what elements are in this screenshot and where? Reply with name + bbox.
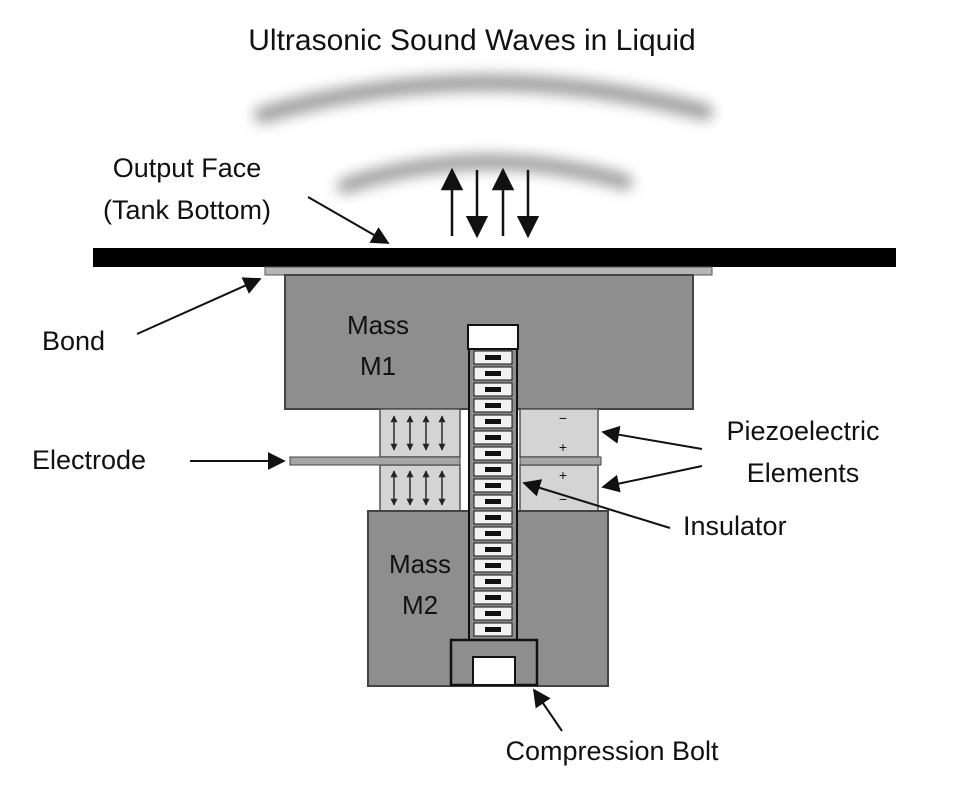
insulator-segment-mark xyxy=(485,531,501,536)
polarity-lower-bottom: − xyxy=(559,491,567,507)
insulator-leader xyxy=(522,479,671,529)
insulator-label: Insulator xyxy=(683,511,787,541)
insulator-segment-mark xyxy=(485,563,501,568)
mass-m1-label-line2: M1 xyxy=(360,351,396,381)
mass-m2-label-line1: Mass xyxy=(389,549,451,579)
vibration-arrows xyxy=(440,167,540,239)
piezo-vibration-arrows xyxy=(390,415,446,506)
insulator-segment-mark xyxy=(485,515,501,520)
bolt-head-recess xyxy=(472,656,516,686)
insulator-segment-mark xyxy=(485,387,501,392)
output-face-plate xyxy=(93,248,896,267)
insulator-segment-mark xyxy=(485,435,501,440)
electrode-left xyxy=(289,456,461,466)
mass-m1-label-line1: Mass xyxy=(347,310,409,340)
insulator-segment-mark xyxy=(485,483,501,488)
piezo-element-upper-left xyxy=(379,408,461,458)
insulator-segment-mark xyxy=(485,403,501,408)
bond-leader xyxy=(136,277,262,335)
insulator-segment-mark xyxy=(485,611,501,616)
insulator-segment-mark xyxy=(485,467,501,472)
bolt-tip xyxy=(467,324,519,350)
insulator-segment-mark xyxy=(485,547,501,552)
piezo-label-line2: Elements xyxy=(747,458,860,488)
insulator-segment-mark xyxy=(485,627,501,632)
polarity-upper-top: − xyxy=(559,410,567,426)
electrode-right xyxy=(519,456,602,466)
insulator xyxy=(473,350,513,637)
output-face-leader xyxy=(307,196,390,244)
compression-bolt-leader xyxy=(532,688,563,732)
insulator-segment-mark xyxy=(485,355,501,360)
bond-label: Bond xyxy=(42,326,105,356)
output-face-label-line1: Output Face xyxy=(113,153,262,183)
insulator-segment-mark xyxy=(485,451,501,456)
piezo-element-lower-left xyxy=(379,464,461,512)
diagram-title: Ultrasonic Sound Waves in Liquid xyxy=(248,24,695,57)
electrode-label: Electrode xyxy=(32,445,146,475)
insulator-segment-mark xyxy=(485,595,501,600)
polarity-upper-bottom: + xyxy=(559,439,567,455)
insulator-segment-mark xyxy=(485,419,501,424)
piezo-leader-upper xyxy=(601,425,703,450)
bond-layer xyxy=(264,266,713,276)
insulator-segment-mark xyxy=(485,579,501,584)
insulator-segment-mark xyxy=(485,499,501,504)
piezo-leader-lower xyxy=(601,465,703,493)
mass-m2-label-line2: M2 xyxy=(402,590,438,620)
polarity-lower-top: + xyxy=(559,467,567,483)
output-face-label-line2: (Tank Bottom) xyxy=(103,195,271,225)
sound-wave-inner xyxy=(337,154,633,194)
sound-wave-outer xyxy=(254,74,713,123)
insulator-segment-mark xyxy=(485,371,501,376)
piezo-label-line1: Piezoelectric xyxy=(726,416,879,446)
compression-bolt-label: Compression Bolt xyxy=(505,736,719,766)
